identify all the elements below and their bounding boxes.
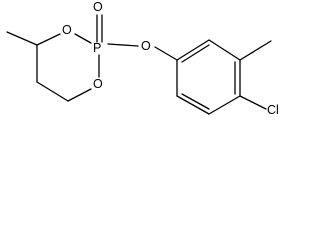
- bond-ar-c4-c5: [208, 95, 241, 115]
- bond-P-O-ester: [107, 43, 139, 47]
- bond-O-ester-aryl: [154, 46, 178, 61]
- bond-ar-c1-c2: [176, 39, 210, 61]
- atom-O-carbonyl: O: [93, 0, 103, 14]
- chemical-structure-diagram: O P O O O Cl: [6, 0, 279, 117]
- atom-O-ester: O: [141, 39, 151, 53]
- atom-labels: O P O O O Cl: [62, 0, 279, 117]
- bond-ringC-O-top: [36, 33, 61, 46]
- bond-O-bottom-CH2: [67, 88, 92, 102]
- bond-ar-c5-c6-inner: [181, 93, 210, 110]
- atom-P: P: [93, 41, 101, 55]
- bonds: [6, 14, 272, 115]
- bond-aryl-methyl: [239, 40, 272, 61]
- bond-O-top-P: [74, 33, 92, 44]
- bond-CH2-CH2: [36, 81, 69, 102]
- bond-ringC-methyl: [6, 31, 38, 46]
- atom-Cl: Cl: [267, 103, 279, 117]
- atom-O-ring-bottom: O: [93, 77, 103, 91]
- bond-aryl-Cl: [239, 95, 267, 110]
- bond-ar-c1-c2-inner: [181, 44, 210, 63]
- atom-O-ring-top: O: [62, 23, 72, 37]
- bond-ar-c2-c3: [208, 39, 241, 61]
- bond-ar-c5-c6: [176, 95, 210, 115]
